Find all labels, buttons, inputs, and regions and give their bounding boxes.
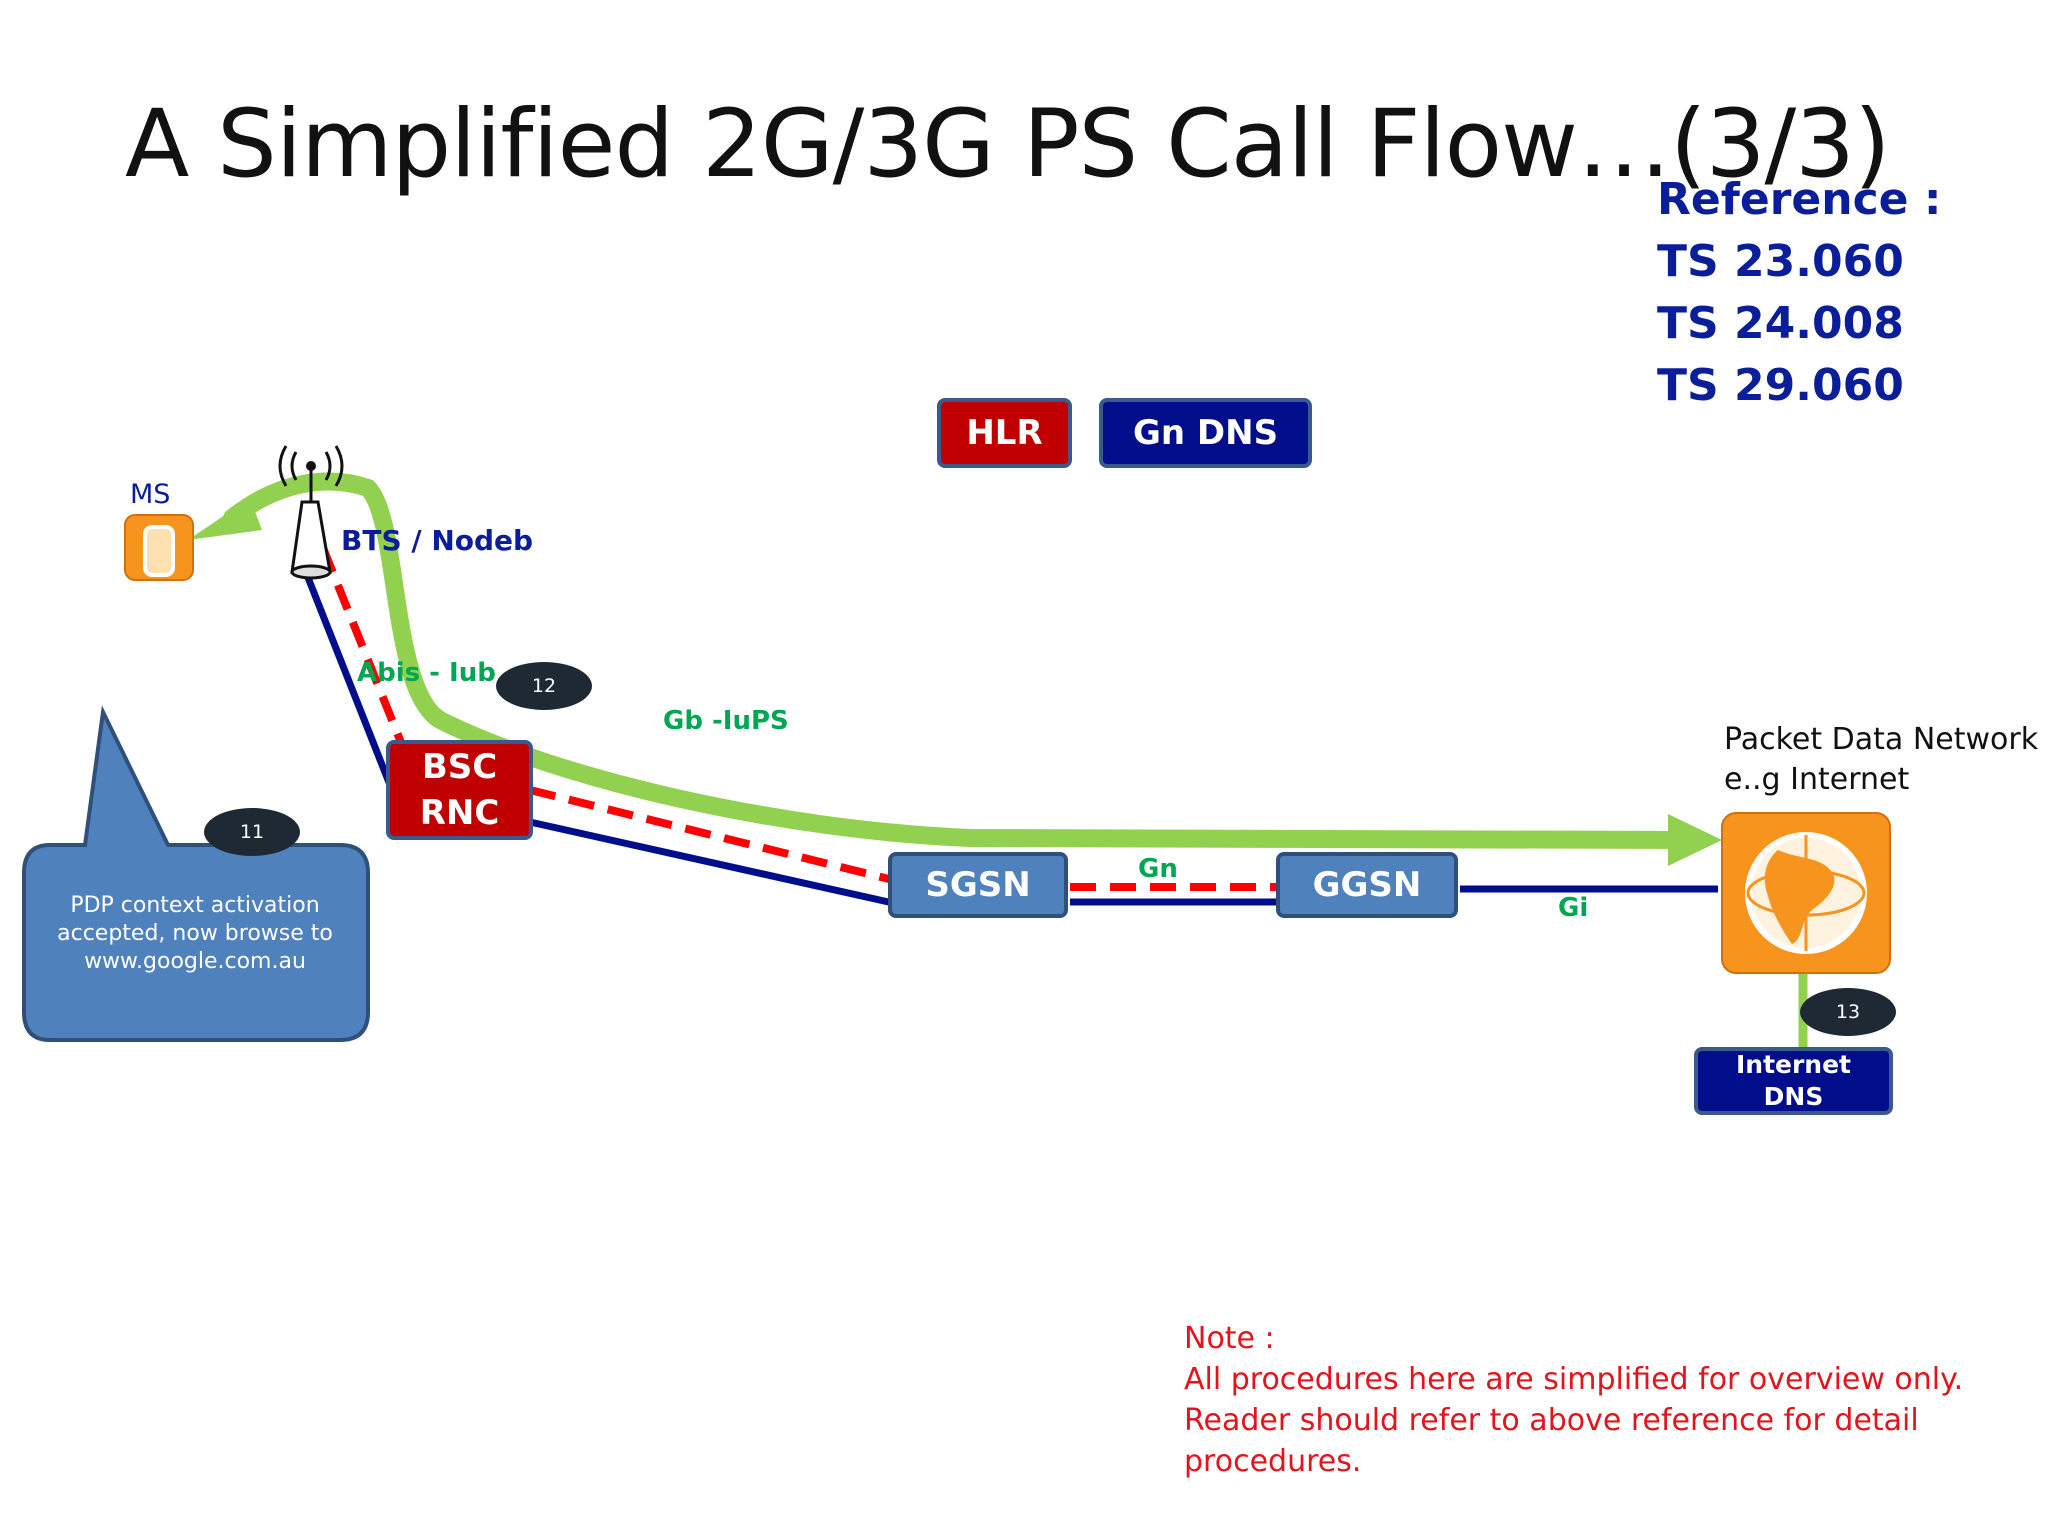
ms-label: MS xyxy=(130,479,171,510)
reference-heading: Reference : xyxy=(1657,174,1942,225)
reference-spec-3: TS 29.060 xyxy=(1657,360,1904,411)
globe-icon xyxy=(1721,812,1891,974)
callout-bubble xyxy=(22,705,370,1042)
pdn-label-line2: e..g Internet xyxy=(1724,762,1910,797)
flow-arrow xyxy=(223,472,1689,849)
bsc-rnc-node: BSC RNC xyxy=(386,740,533,840)
bsc-label: BSC xyxy=(421,747,498,787)
step-badge-11: 11 xyxy=(204,808,300,856)
dns-label: DNS xyxy=(1763,1082,1824,1111)
gn-dns-label: Gn DNS xyxy=(1132,413,1279,453)
bts-label: BTS / Nodeb xyxy=(341,524,534,557)
link-bts-bsc xyxy=(303,573,394,787)
internet-dns-node: Internet DNS xyxy=(1694,1047,1893,1115)
callout-text: PDP context activation accepted, now bro… xyxy=(57,893,333,974)
hlr-label: HLR xyxy=(966,413,1043,453)
flow-arrowhead-right xyxy=(1668,814,1722,866)
note-line-3: procedures. xyxy=(1184,1444,1362,1479)
reference-spec-2: TS 24.008 xyxy=(1657,298,1904,349)
ggsn-node: GGSN xyxy=(1276,852,1458,918)
pdn-label-line1: Packet Data Network xyxy=(1724,722,2039,757)
slide-title: A Simplified 2G/3G PS Call Flow…(3/3) xyxy=(125,90,1891,199)
mobile-phone-icon xyxy=(124,514,194,581)
rnc-label: RNC xyxy=(419,793,500,833)
internet-label: Internet xyxy=(1735,1050,1852,1079)
step-badge-13: 13 xyxy=(1800,988,1896,1036)
link-bsc-sgsn xyxy=(529,818,894,907)
flow-arrowhead-left xyxy=(188,498,262,540)
gn-dns-node: Gn DNS xyxy=(1099,398,1312,468)
sgsn-label: SGSN xyxy=(925,865,1031,905)
gi-label: Gi xyxy=(1558,893,1589,923)
note-block: Note : All procedures here are simplifie… xyxy=(1184,1318,1963,1482)
dashed-bsc-sgsn xyxy=(529,786,894,884)
note-heading: Note : xyxy=(1184,1321,1275,1356)
sgsn-node: SGSN xyxy=(888,852,1068,918)
step-badge-12: 12 xyxy=(496,662,592,710)
ggsn-label: GGSN xyxy=(1312,865,1422,905)
antenna-icon xyxy=(278,445,344,580)
dashed-bts-bsc xyxy=(319,546,406,747)
gb-iups-label: Gb -IuPS xyxy=(663,706,789,736)
reference-spec-1: TS 23.060 xyxy=(1657,236,1904,287)
hlr-node: HLR xyxy=(937,398,1072,468)
gn-label: Gn xyxy=(1138,854,1178,884)
note-line-1: All procedures here are simplified for o… xyxy=(1184,1362,1964,1397)
note-line-2: Reader should refer to above reference f… xyxy=(1184,1403,1919,1438)
abis-iub-label: Abis - Iub xyxy=(357,658,496,688)
